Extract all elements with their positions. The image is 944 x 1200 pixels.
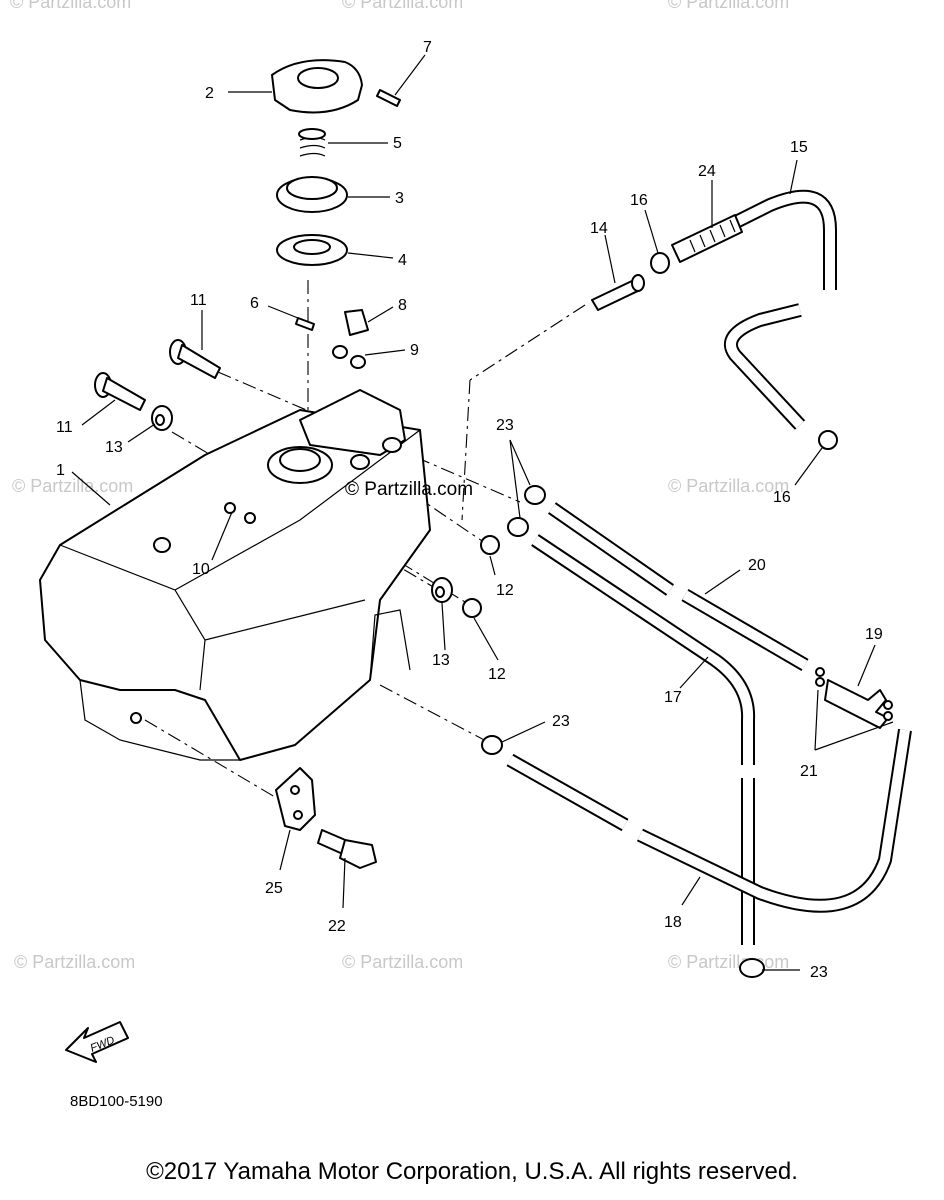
callout-16: 16 (773, 489, 791, 506)
bolt-14 (591, 274, 645, 311)
watermark: © Partzilla.com (342, 0, 463, 12)
callout-3: 3 (395, 190, 404, 207)
bolt-22 (317, 829, 377, 869)
clamp-23 (481, 485, 765, 978)
callout-19: 19 (865, 626, 883, 643)
nut-9 (332, 345, 366, 369)
tank-bracket (267, 389, 406, 484)
callout-15: 15 (790, 139, 808, 156)
filler-cap-2 (271, 59, 363, 114)
callouts: 2 7 5 3 4 6 8 9 10 11 11 13 1 12 13 12 1… (56, 39, 883, 981)
joint-19 (824, 679, 889, 729)
hose-15 (696, 189, 837, 430)
watermark: © Partzilla.com (668, 952, 789, 972)
callout-16: 16 (630, 192, 648, 209)
callout-12: 12 (496, 582, 514, 599)
hose-20 (548, 502, 809, 672)
callout-20: 20 (748, 557, 766, 574)
callout-22: 22 (328, 918, 346, 935)
callout-9: 9 (410, 342, 419, 359)
callout-17: 17 (664, 689, 682, 706)
callout-10: 10 (192, 561, 210, 578)
clip-12 (462, 535, 500, 618)
copyright-notice: ©2017 Yamaha Motor Corporation, U.S.A. A… (146, 1158, 798, 1185)
callout-23: 23 (552, 713, 570, 730)
watermark: © Partzilla.com (668, 476, 789, 496)
callout-18: 18 (664, 914, 682, 931)
callout-5: 5 (393, 135, 402, 152)
callout-2: 2 (205, 85, 214, 102)
fwd-arrow-icon: FWD (65, 1021, 129, 1063)
callout-14: 14 (590, 220, 608, 237)
hose-17 (531, 534, 756, 945)
pin-7 (376, 89, 401, 107)
callout-13: 13 (105, 439, 123, 456)
callout-12: 12 (488, 666, 506, 683)
callout-25: 25 (265, 880, 283, 897)
callout-11: 11 (56, 419, 73, 436)
callout-1: 1 (56, 462, 65, 479)
callout-11: 11 (190, 292, 207, 309)
watermark: © Partzilla.com (668, 0, 789, 12)
bracket-25 (275, 767, 316, 831)
collar-13-lower (431, 577, 453, 603)
collar-13-upper (151, 405, 173, 431)
watermark: © Partzilla.com (14, 952, 135, 972)
callout-7: 7 (423, 39, 432, 56)
leader-lines (71, 54, 894, 971)
callout-23: 23 (496, 417, 514, 434)
clip-21 (815, 667, 893, 721)
callout-24: 24 (698, 163, 716, 180)
clip-8 (344, 309, 369, 336)
clamp-16 (650, 252, 838, 450)
callout-6: 6 (250, 295, 259, 312)
callout-13: 13 (432, 652, 450, 669)
diagram-code: 8BD100-5190 (70, 1093, 163, 1110)
watermark: © Partzilla.com (10, 0, 131, 12)
bolt-11-lower (94, 372, 146, 411)
callout-8: 8 (398, 297, 407, 314)
gasket-4 (276, 234, 348, 266)
callout-21: 21 (800, 763, 818, 780)
cap-seat-3 (276, 176, 348, 213)
pin-6 (295, 317, 315, 331)
bolt-11-upper (169, 339, 221, 379)
spring-5 (298, 128, 326, 157)
callout-4: 4 (398, 252, 407, 269)
fitting-24 (671, 214, 743, 263)
clip-10 (224, 502, 256, 524)
callout-23: 23 (810, 964, 828, 981)
fuel-tank (39, 409, 431, 761)
hose-18 (506, 728, 912, 913)
watermark: © Partzilla.com (12, 476, 133, 496)
watermark-center: © Partzilla.com (345, 479, 473, 500)
watermark: © Partzilla.com (342, 952, 463, 972)
